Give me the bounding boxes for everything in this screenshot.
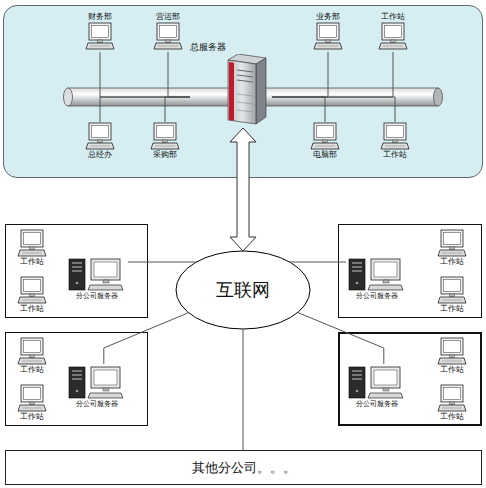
bus-drop-line (272, 97, 395, 122)
node-label: 工作站 (20, 412, 44, 422)
computer-icon (437, 276, 467, 304)
branch-office-box: 工作站工作站分公司服务器 (5, 224, 148, 318)
computer-node: 工作站 (432, 276, 472, 314)
node-label: 工作站 (440, 257, 464, 267)
node-label: 工作站 (20, 304, 44, 314)
node-label: 其他分公司。。。 (192, 460, 296, 475)
node-label: 财务部 (88, 12, 112, 22)
branch-server: 分公司服务器 (66, 256, 128, 306)
branch-server: 分公司服务器 (66, 364, 128, 414)
computer-node: 总经办 (80, 122, 120, 164)
branch-office-box: 分公司服务器工作站工作站 (338, 224, 482, 318)
bus-drop-line (165, 97, 190, 122)
computer-icon (380, 122, 410, 150)
node-label: 总经办 (88, 150, 112, 160)
wan-link-line (104, 313, 189, 364)
computer-node: 工作站 (373, 12, 413, 52)
computer-node: 采购部 (145, 122, 185, 164)
node-label: 电脑部 (313, 150, 337, 160)
computer-node: 工作站 (375, 122, 415, 164)
computer-node: 财务部 (80, 12, 120, 52)
node-label: 工作站 (440, 304, 464, 314)
node-label: 分公司服务器 (76, 292, 118, 301)
computer-icon (17, 229, 47, 257)
computer-node: 营运部 (148, 12, 188, 52)
computer-node: 工作站 (12, 229, 52, 267)
wan-link-line (298, 313, 384, 365)
computer-icon (17, 276, 47, 304)
other-branches-box: 其他分公司。。。 (5, 450, 482, 485)
computer-node: 工作站 (12, 384, 52, 422)
computer-node: 电脑部 (305, 122, 345, 164)
computer-icon (150, 122, 180, 150)
bus-drop-line (100, 52, 190, 97)
computer-icon (437, 229, 467, 257)
node-label: 分公司服务器 (356, 400, 398, 409)
branch-server-icon (347, 364, 407, 400)
server-tower-icon (220, 54, 270, 126)
branch-server-icon (347, 256, 407, 292)
internet-ellipse: 互联网 (175, 250, 311, 330)
node-label: 总服务器 (190, 42, 226, 53)
node-label: 业务部 (316, 12, 340, 22)
branch-server: 分公司服务器 (346, 364, 408, 414)
computer-node: 业务部 (308, 12, 348, 52)
computer-node: 工作站 (12, 337, 52, 375)
computer-icon (85, 22, 115, 50)
computer-icon (310, 122, 340, 150)
wan-link-line (290, 262, 346, 263)
node-label: 营运部 (156, 12, 180, 22)
bus-drop-line (272, 52, 393, 97)
computer-icon (437, 337, 467, 365)
branch-server-icon (67, 364, 127, 400)
node-label: 分公司服务器 (76, 400, 118, 409)
node-label: 工作站 (440, 412, 464, 422)
double-arrow (230, 128, 256, 251)
bus-drop-line (272, 52, 328, 97)
computer-icon (378, 22, 408, 50)
node-label: 采购部 (153, 150, 177, 160)
computer-node: 工作站 (12, 276, 52, 314)
node-label: 工作站 (383, 150, 407, 160)
computer-node: 工作站 (432, 337, 472, 375)
bus-drop-line (272, 97, 325, 122)
branch-server-icon (67, 256, 127, 292)
wan-link-line (128, 262, 196, 263)
computer-icon (153, 22, 183, 50)
computer-icon (437, 384, 467, 412)
bus-drop-line (100, 97, 190, 122)
lan-area: 财务部营运部业务部工作站总经办采购部电脑部工作站总服务器 (3, 5, 483, 178)
computer-node: 工作站 (432, 384, 472, 422)
branch-office-box: 工作站工作站分公司服务器 (5, 332, 148, 426)
main-server: 总服务器 (190, 42, 272, 128)
node-label: 工作站 (20, 365, 44, 375)
computer-icon (85, 122, 115, 150)
node-label: 分公司服务器 (356, 292, 398, 301)
node-label: 互联网 (216, 280, 270, 300)
computer-icon (17, 337, 47, 365)
node-label: 工作站 (381, 12, 405, 22)
computer-icon (17, 384, 47, 412)
wan-link-line (243, 329, 244, 450)
node-label: 工作站 (20, 257, 44, 267)
branch-office-box: 分公司服务器工作站工作站 (338, 332, 482, 426)
computer-icon (313, 22, 343, 50)
node-label: 工作站 (440, 365, 464, 375)
computer-node: 工作站 (432, 229, 472, 267)
bus-drop-line (168, 52, 190, 97)
branch-server: 分公司服务器 (346, 256, 408, 306)
